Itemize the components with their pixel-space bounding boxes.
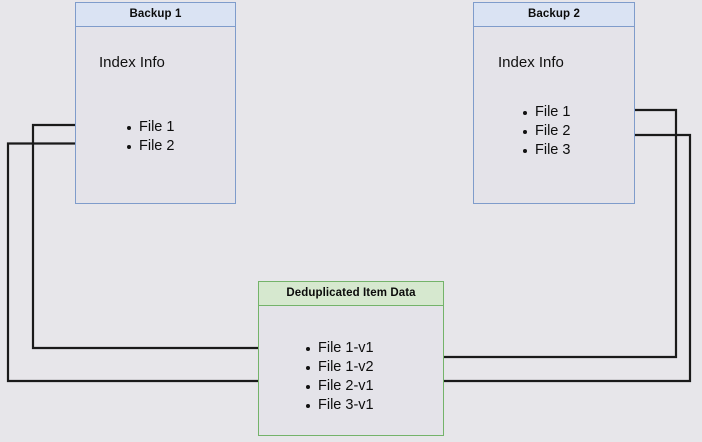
backup-1-index-info-label: Index Info <box>99 54 165 71</box>
backup-2-file-item: File 2 <box>523 122 570 141</box>
node-backup-1-title: Backup 1 <box>76 3 235 27</box>
backup-1-file-item: File 2 <box>127 137 174 156</box>
backup-2-index-info-label: Index Info <box>498 54 564 71</box>
dedup-item: File 3-v1 <box>306 396 374 415</box>
dedup-item: File 1-v2 <box>306 358 374 377</box>
node-backup-2-title: Backup 2 <box>474 3 634 27</box>
backup-1-file-item: File 1 <box>127 118 174 137</box>
node-dedup-title: Deduplicated Item Data <box>259 282 443 306</box>
dedup-item: File 1-v1 <box>306 339 374 358</box>
dedup-item: File 2-v1 <box>306 377 374 396</box>
backup-2-file-item: File 3 <box>523 141 570 160</box>
backup-2-file-item: File 1 <box>523 103 570 122</box>
